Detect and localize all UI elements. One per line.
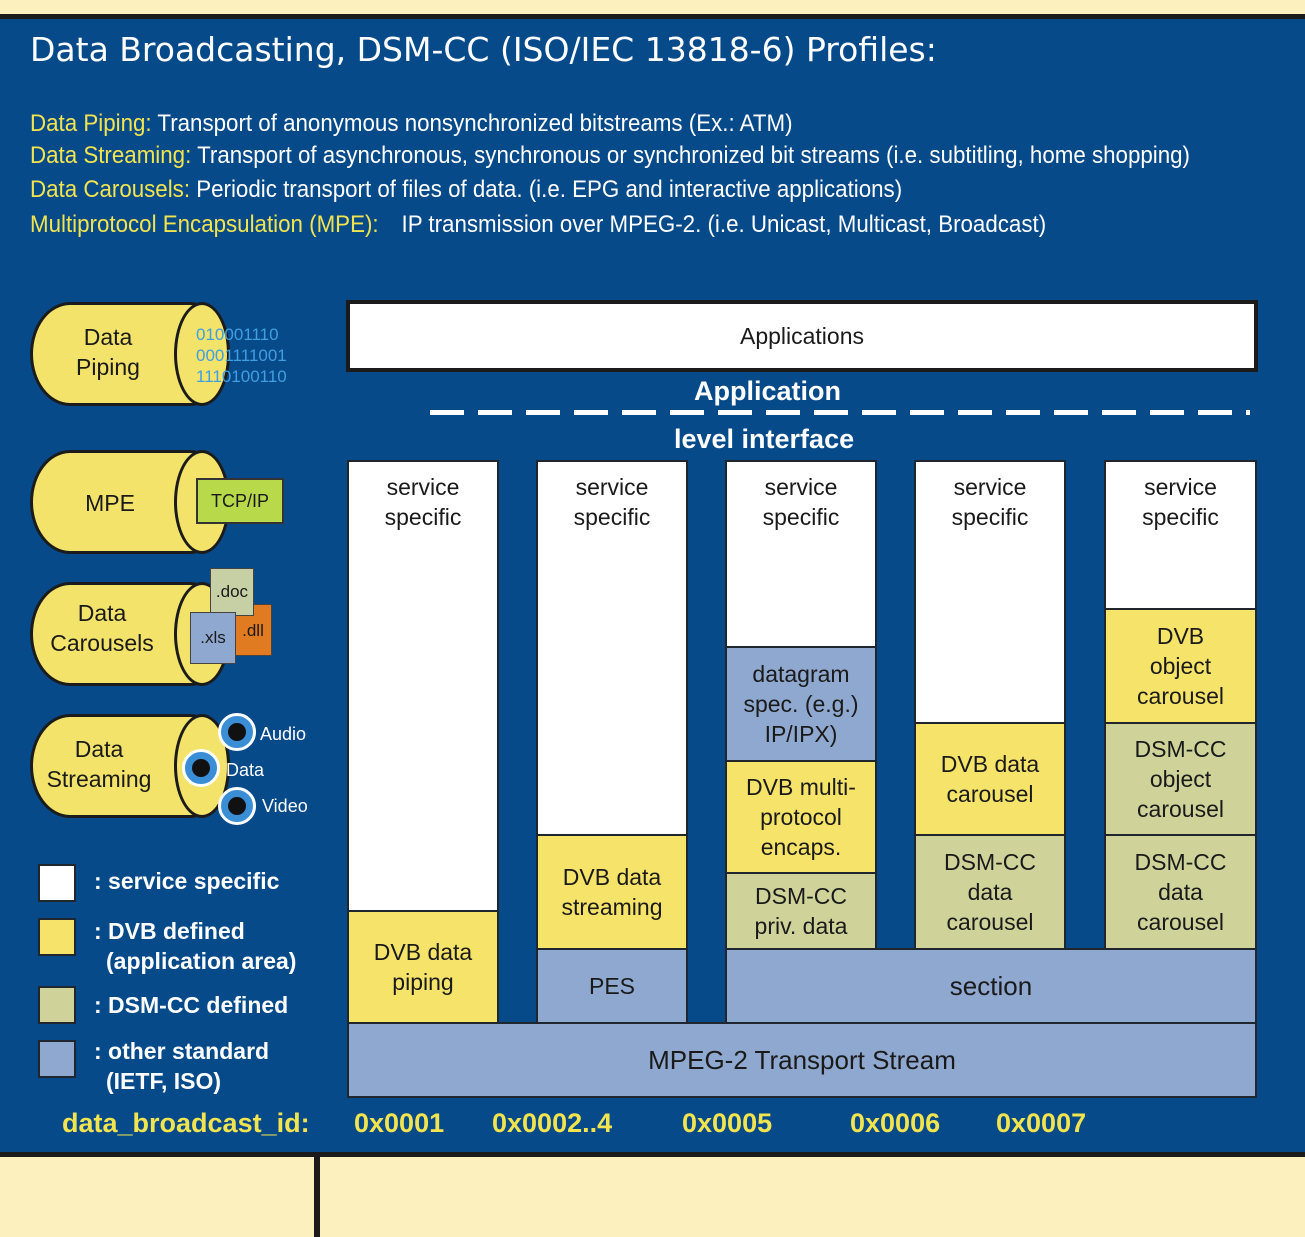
interface-dash bbox=[1246, 410, 1250, 415]
definition-term: Multiprotocol Encapsulation (MPE): bbox=[30, 211, 379, 238]
definition-desc: Transport of anonymous nonsynchronized b… bbox=[157, 110, 793, 137]
interface-dash bbox=[958, 410, 992, 415]
legend-swatch-service bbox=[38, 864, 76, 902]
definition-data-streaming: Data Streaming: Transport of asynchronou… bbox=[30, 142, 1190, 170]
applications-box: Applications bbox=[346, 300, 1258, 372]
interface-dash bbox=[1054, 410, 1088, 415]
video-label: Video bbox=[262, 796, 308, 816]
interface-dash bbox=[1198, 410, 1232, 415]
id-value: 0x0002..4 bbox=[492, 1108, 613, 1138]
interface-dash bbox=[430, 410, 464, 415]
definition-data-carousels: Data Carousels: Periodic transport of fi… bbox=[30, 176, 902, 204]
definition-desc: IP transmission over MPEG-2. (i.e. Unica… bbox=[401, 211, 1047, 238]
video-disc-icon bbox=[218, 787, 256, 825]
interface-dash bbox=[622, 410, 656, 415]
legend-label-service: : service specific bbox=[94, 868, 280, 894]
definition-desc: Transport of asynchronous, synchronous o… bbox=[197, 142, 1190, 169]
definition-data-piping: Data Piping: Transport of anonymous nons… bbox=[30, 110, 793, 138]
pes-box: PES bbox=[536, 948, 688, 1024]
data-disc-icon bbox=[182, 749, 220, 787]
definition-term: Data Piping: bbox=[30, 110, 152, 137]
interface-dash bbox=[718, 410, 752, 415]
page-title: Data Broadcasting, DSM-CC (ISO/IEC 13818… bbox=[30, 30, 937, 69]
section-box: section bbox=[725, 948, 1257, 1024]
id-value: 0x0005 bbox=[682, 1108, 773, 1138]
data-label: Data bbox=[226, 760, 265, 780]
legend-swatch-dvb bbox=[38, 918, 76, 956]
interface-dash bbox=[862, 410, 896, 415]
id-value: 0x0001 bbox=[354, 1108, 445, 1138]
interface-dash bbox=[526, 410, 560, 415]
id-value: 0x0006 bbox=[850, 1108, 941, 1138]
footer-divider bbox=[314, 1157, 320, 1237]
interface-dash bbox=[910, 410, 944, 415]
doc-file-icon: .doc bbox=[210, 568, 254, 616]
definition-term: Data Streaming: bbox=[30, 142, 192, 169]
mpeg2-transport-stream-box: MPEG-2 Transport Stream bbox=[347, 1022, 1257, 1098]
interface-dash bbox=[1006, 410, 1040, 415]
interface-dash bbox=[766, 410, 800, 415]
legend-swatch-dsmcc bbox=[38, 986, 76, 1024]
audio-disc-icon bbox=[218, 713, 256, 751]
definition-mpe: Multiprotocol Encapsulation (MPE): IP tr… bbox=[30, 211, 1046, 239]
interface-dash bbox=[574, 410, 608, 415]
id-value: 0x0007 bbox=[996, 1108, 1087, 1138]
cylinder-end bbox=[174, 302, 230, 406]
legend-label-dvb: : DVB defined(application area) bbox=[94, 918, 297, 974]
interface-dash bbox=[1102, 410, 1136, 415]
interface-dash bbox=[670, 410, 704, 415]
interface-dash bbox=[478, 410, 512, 415]
interface-dash bbox=[814, 410, 848, 415]
legend-label-dsmcc: : DSM-CC defined bbox=[94, 992, 289, 1018]
definition-term: Data Carousels: bbox=[30, 176, 191, 203]
legend-label-other: : other standard(IETF, ISO) bbox=[94, 1038, 270, 1094]
audio-label: Audio bbox=[260, 724, 307, 744]
tcpip-tag: TCP/IP bbox=[196, 478, 284, 524]
definition-desc: Periodic transport of files of data. (i.… bbox=[196, 176, 903, 203]
interface-label-line2: level interface bbox=[674, 424, 855, 454]
data-broadcast-id-label: data_broadcast_id: bbox=[62, 1108, 310, 1138]
legend-swatch-other bbox=[38, 1040, 76, 1078]
cylinder-label: MPE bbox=[85, 490, 135, 516]
interface-dash bbox=[1150, 410, 1184, 415]
interface-label-line1: Application bbox=[694, 376, 841, 406]
xls-file-icon: .xls bbox=[190, 612, 236, 664]
